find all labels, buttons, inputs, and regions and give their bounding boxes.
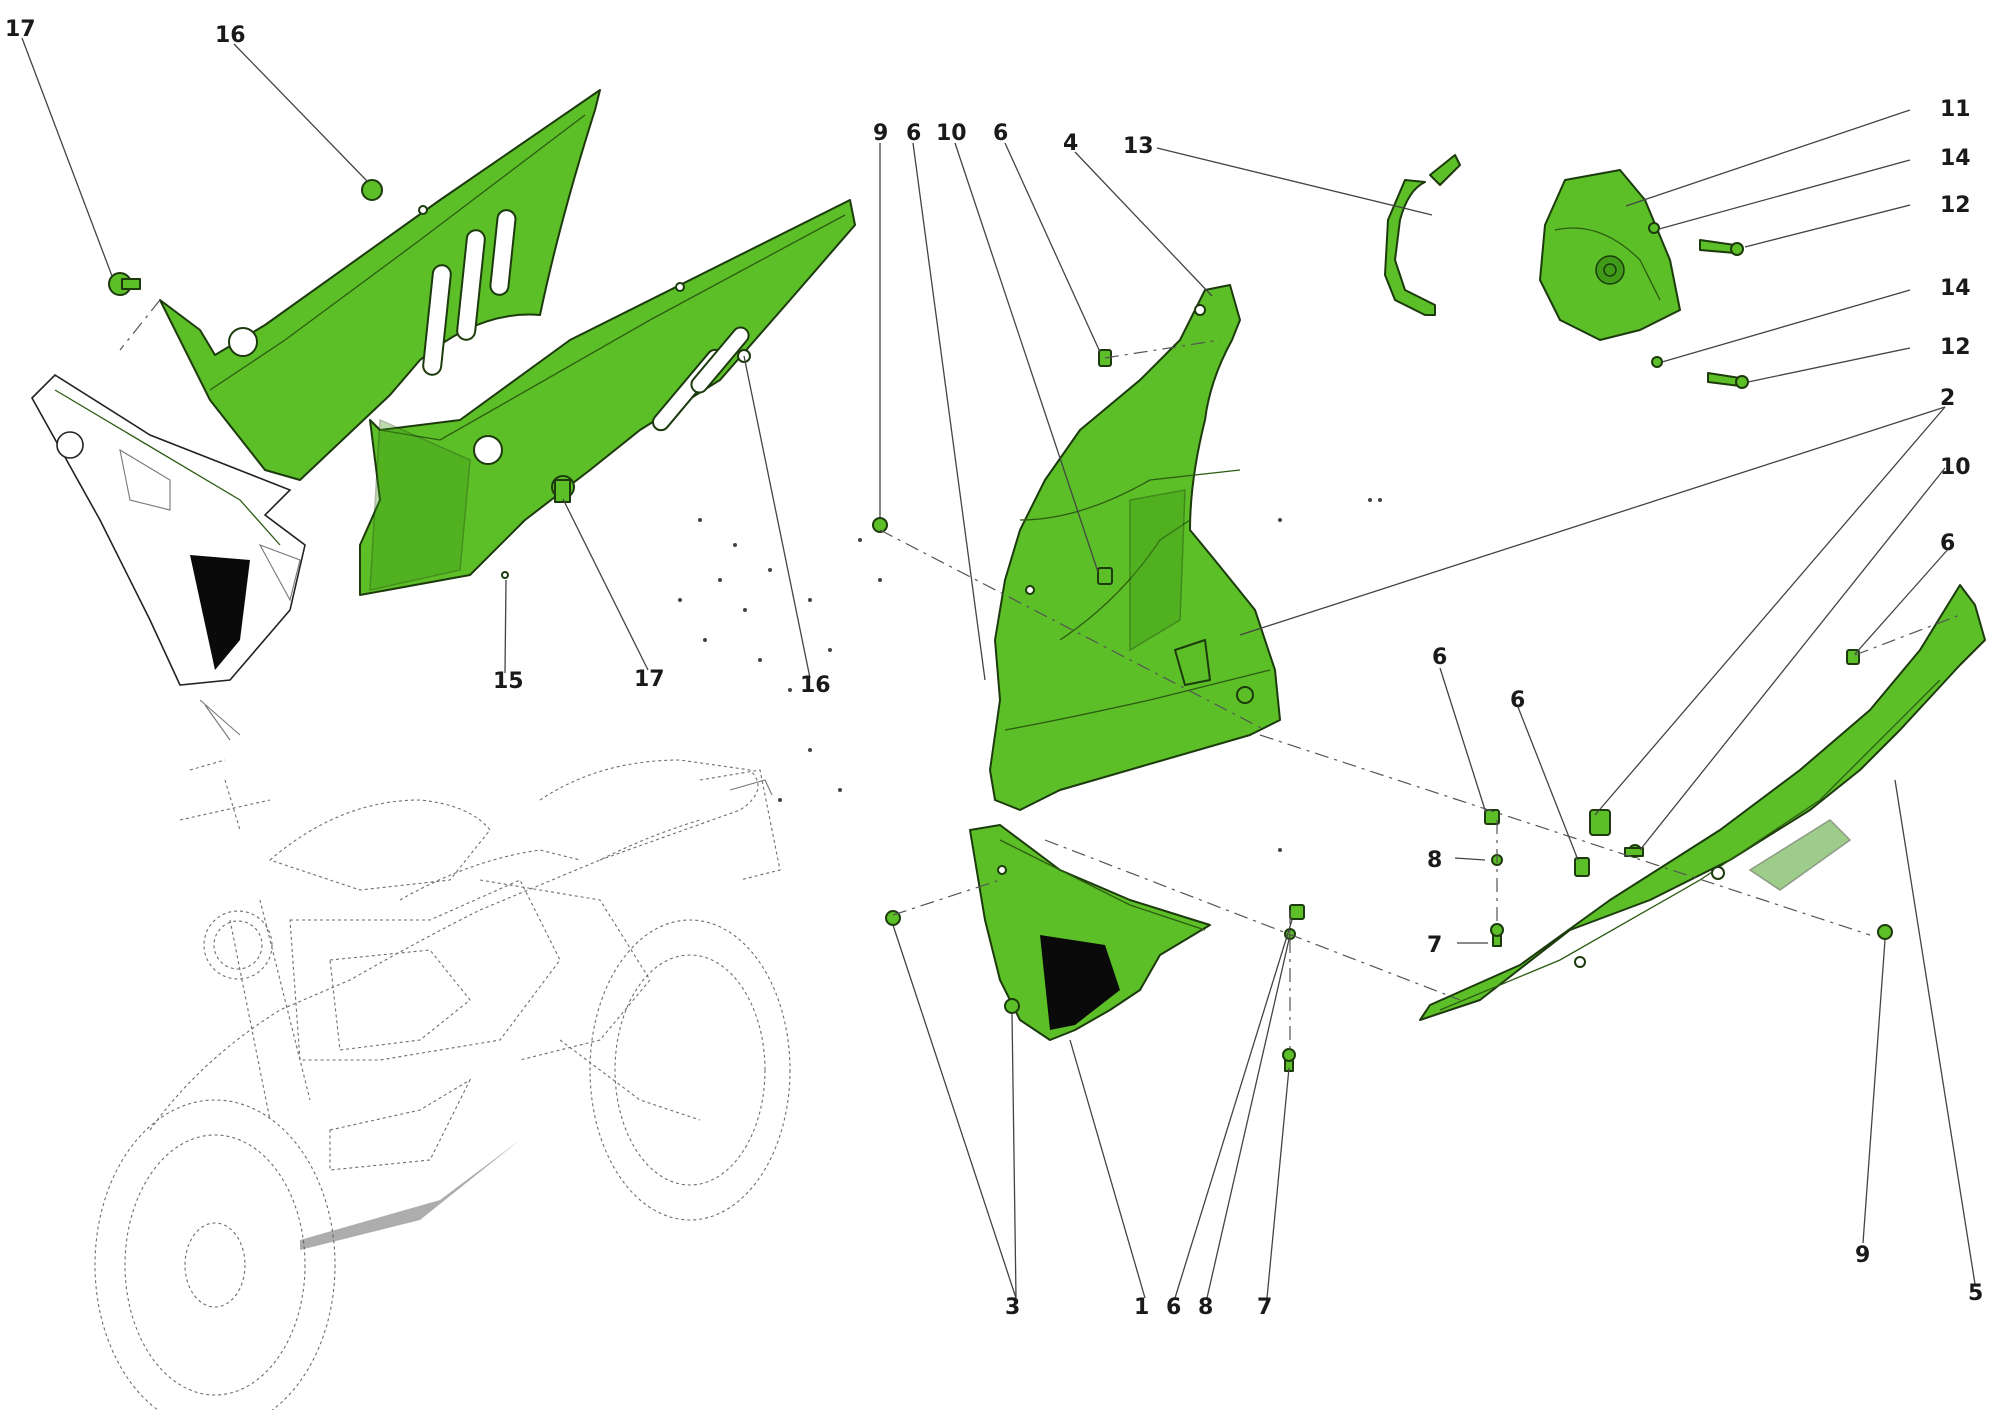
motorcycle-outline	[94, 699, 791, 1410]
callout-6-c: 6	[1432, 645, 1447, 670]
callout-7-bottom: 7	[1257, 1295, 1272, 1320]
callout-17-lower: 17	[634, 667, 665, 692]
callout-6-d: 6	[1510, 688, 1525, 713]
callout-16-top: 16	[215, 23, 246, 48]
part-15-left-panel	[159, 89, 601, 481]
callout-6-right: 6	[1940, 531, 1955, 556]
part-16-right-panel	[359, 199, 856, 596]
callout-3: 3	[1005, 1295, 1020, 1320]
callout-16-lower: 16	[800, 673, 831, 698]
callout-7-mid: 7	[1427, 933, 1442, 958]
callout-12-b: 12	[1940, 335, 1971, 360]
assembly-axes	[119, 299, 1961, 1050]
part-16-bolt-upper	[361, 179, 383, 201]
callout-8-bottom: 8	[1198, 1295, 1213, 1320]
part-17-bolt-lower	[551, 475, 575, 503]
part-1-lower-front-panel	[969, 824, 1211, 1041]
callout-11: 11	[1940, 97, 1971, 122]
callout-10-right: 10	[1940, 455, 1971, 480]
part-5-lower-belly	[1419, 584, 1986, 1021]
callout-6-bottom: 6	[1166, 1295, 1181, 1320]
callout-15: 15	[493, 669, 524, 694]
callout-9-top: 9	[873, 121, 888, 146]
callout-9-bottom: 9	[1855, 1243, 1870, 1268]
part-13-bracket	[1384, 154, 1461, 316]
callout-12-a: 12	[1940, 193, 1971, 218]
callout-4: 4	[1063, 131, 1078, 156]
callout-13: 13	[1123, 134, 1154, 159]
leader-lines	[21, 37, 1976, 1299]
callout-1: 1	[1134, 1295, 1149, 1320]
callout-5: 5	[1968, 1281, 1983, 1306]
callout-2: 2	[1940, 386, 1955, 411]
background-dots	[678, 498, 1382, 852]
callout-17-top: 17	[5, 17, 36, 42]
part-17-bolt-upper	[108, 272, 141, 296]
part-4-side-panel	[989, 284, 1281, 811]
callout-labels: 17 16 9 6 10 6 4 13 11 14 12 14 12 2 10 …	[5, 17, 1983, 1320]
part-11-sprocket-cover	[1539, 169, 1681, 341]
callout-10-top: 10	[936, 121, 967, 146]
callout-6-a: 6	[906, 121, 921, 146]
callout-14-a: 14	[1940, 146, 1971, 171]
callout-6-b: 6	[993, 121, 1008, 146]
callout-14-b: 14	[1940, 276, 1971, 301]
callout-8-mid: 8	[1427, 848, 1442, 873]
headlight-fairing	[31, 373, 306, 686]
